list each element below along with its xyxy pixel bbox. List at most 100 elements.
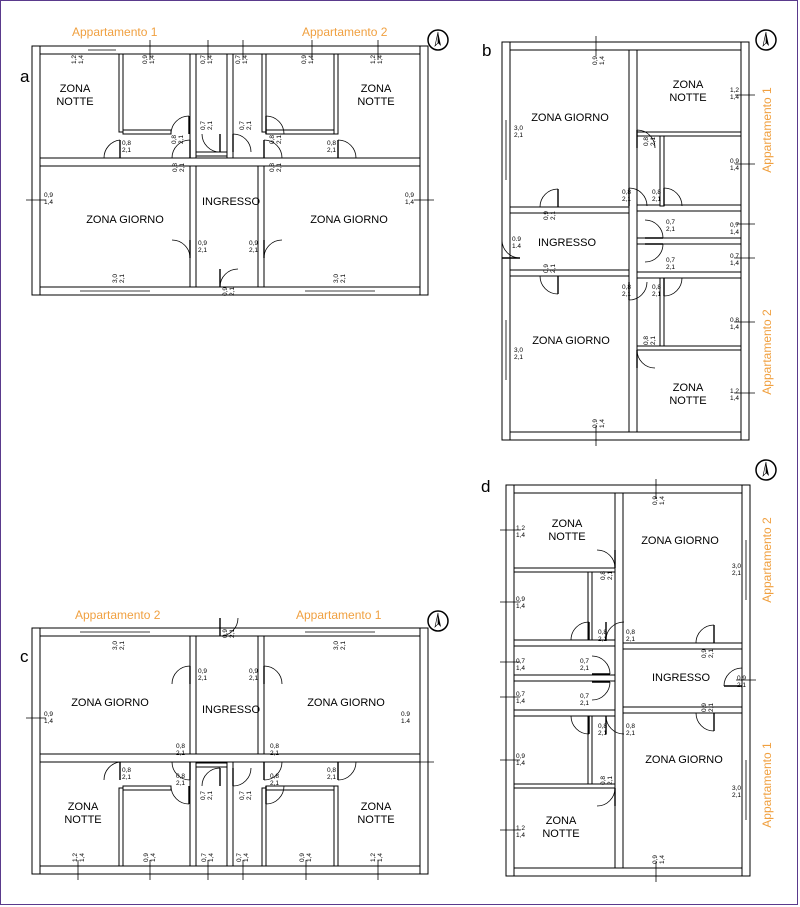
dimension-line: 2,1 — [229, 287, 236, 296]
plan-a-wall-mid — [39, 157, 421, 167]
dimension-line: 0,8 — [652, 189, 661, 196]
plan-a-dim: 0,92,1 — [222, 287, 236, 296]
dimension-line: 2,1 — [626, 636, 635, 643]
plan-d-room-day-bottom: ZONA GIORNO — [645, 754, 723, 766]
dimension-line: 0,9 — [701, 703, 708, 712]
plan-d-wall-bottom — [505, 867, 751, 877]
dimension-line: 2,1 — [327, 774, 336, 781]
room-label-line: NOTTE — [669, 92, 706, 104]
dimension-line: 2,1 — [652, 291, 661, 298]
dimension-line: 1,2 — [370, 853, 377, 862]
dimension-line: 1,4 — [659, 496, 666, 505]
plan-a-dim: 0,91,4 — [301, 55, 315, 64]
dimension-line: 3,0 — [112, 641, 119, 650]
dimension-line: 2,1 — [598, 636, 607, 643]
dimension-line: 1,4 — [516, 532, 525, 539]
plan-a-wall-part — [189, 53, 197, 159]
plan-d-wall-top — [505, 484, 751, 494]
dimension-line: 0,8 — [643, 336, 650, 345]
dimension-line: 0,9 — [198, 240, 207, 247]
plan-b-wall-part — [509, 206, 630, 214]
dimension-line: 0,7 — [236, 853, 243, 862]
plan-a-wall-left — [31, 45, 41, 296]
plan-a-dim: 1,21,4 — [71, 55, 85, 64]
plan-c-wall-mid — [39, 753, 421, 763]
dimension-line: 1,2 — [516, 825, 525, 832]
dimension-line: 0,9 — [249, 668, 258, 675]
dimension-line: 0.9 — [512, 236, 521, 243]
dimension-line: 2,1 — [550, 211, 557, 220]
plan-b-dim: 0,82,1 — [643, 137, 657, 146]
dimension-line: 2,1 — [514, 132, 523, 139]
dimension-line: 0,7 — [666, 257, 675, 264]
dimension-line: 3,0 — [732, 563, 741, 570]
dimension-line: 0,9 — [44, 192, 53, 199]
dimension-line: 0,8 — [327, 140, 336, 147]
plan-d-wall-part — [513, 709, 616, 717]
plan-b-apartment-2-label: Appartamento 2 — [760, 309, 774, 395]
dimension-line: 2,1 — [122, 147, 131, 154]
plan-d-dim: 0,92,1 — [701, 649, 715, 658]
dimension-line: 2,1 — [207, 121, 214, 130]
dimension-line: 2,1 — [176, 780, 185, 787]
dimension-line: 3,0 — [112, 274, 119, 283]
dimension-line: 0,9 — [730, 158, 739, 165]
plan-c-wall-part — [257, 635, 265, 755]
dimension-line: 0,7 — [201, 853, 208, 862]
dimension-line: 2,1 — [178, 135, 185, 144]
plan-b-wall-right — [740, 41, 750, 441]
plan-b-wall-part — [636, 345, 742, 351]
plan-c-wall-left — [31, 627, 41, 875]
plan-d-wall-part — [587, 571, 593, 641]
dimension-line: 2,1 — [246, 121, 253, 130]
dimension-line: 1,4 — [149, 55, 156, 64]
dimension-line: 2,1 — [650, 336, 657, 345]
plan-c-dim: 3,02,1 — [112, 641, 126, 650]
dimension-line: 0,7 — [666, 219, 675, 226]
plan-b-wall-bottom — [501, 431, 750, 441]
plan-b-wall-part — [659, 135, 665, 207]
dimension-line: 2,1 — [276, 135, 283, 144]
dimension-line: 0,8 — [626, 723, 635, 730]
plan-c-room-day-right: ZONA GIORNO — [307, 697, 385, 709]
plan-d-dim: 0,92,1 — [701, 703, 715, 712]
dimension-line: 2,1 — [327, 147, 336, 154]
plan-a-dim: 0,71,4 — [235, 55, 249, 64]
plan-a-dim: 0,82,1 — [269, 163, 283, 172]
dimension-line: 1,4 — [730, 260, 739, 267]
plan-a-dim: 3,02,1 — [333, 274, 347, 283]
plan-a-apartment-2-label: Appartamento 2 — [302, 25, 388, 39]
plan-a-room-entrance: INGRESSO — [202, 196, 261, 208]
dimension-line: 1,4 — [243, 853, 250, 862]
room-label-line: ZONA — [361, 801, 392, 813]
dimension-line: 1,4 — [516, 665, 525, 672]
dimension-line: 2,1 — [179, 163, 186, 172]
dimension-line: 1,4 — [730, 94, 739, 101]
plan-b-room-day-bottom: ZONA GIORNO — [532, 335, 610, 347]
dimension-line: 0,8 — [730, 317, 739, 324]
north-arrow-icon — [755, 459, 777, 481]
dimension-line: 0,8 — [622, 189, 631, 196]
room-label-line: ZONA — [68, 801, 99, 813]
dimension-line: 3,0 — [333, 274, 340, 283]
plan-a-wall-part — [226, 53, 234, 159]
dimension-line: 2,1 — [598, 730, 607, 737]
dimension-line: 2,1 — [580, 665, 589, 672]
dimension-line: 2,1 — [666, 264, 675, 271]
plan-d-wall-part — [513, 674, 616, 682]
plan-c-dim: 0,72,1 — [200, 791, 214, 800]
dimension-line: 0,7 — [235, 55, 242, 64]
dimension-line: 0,9 — [222, 287, 229, 296]
